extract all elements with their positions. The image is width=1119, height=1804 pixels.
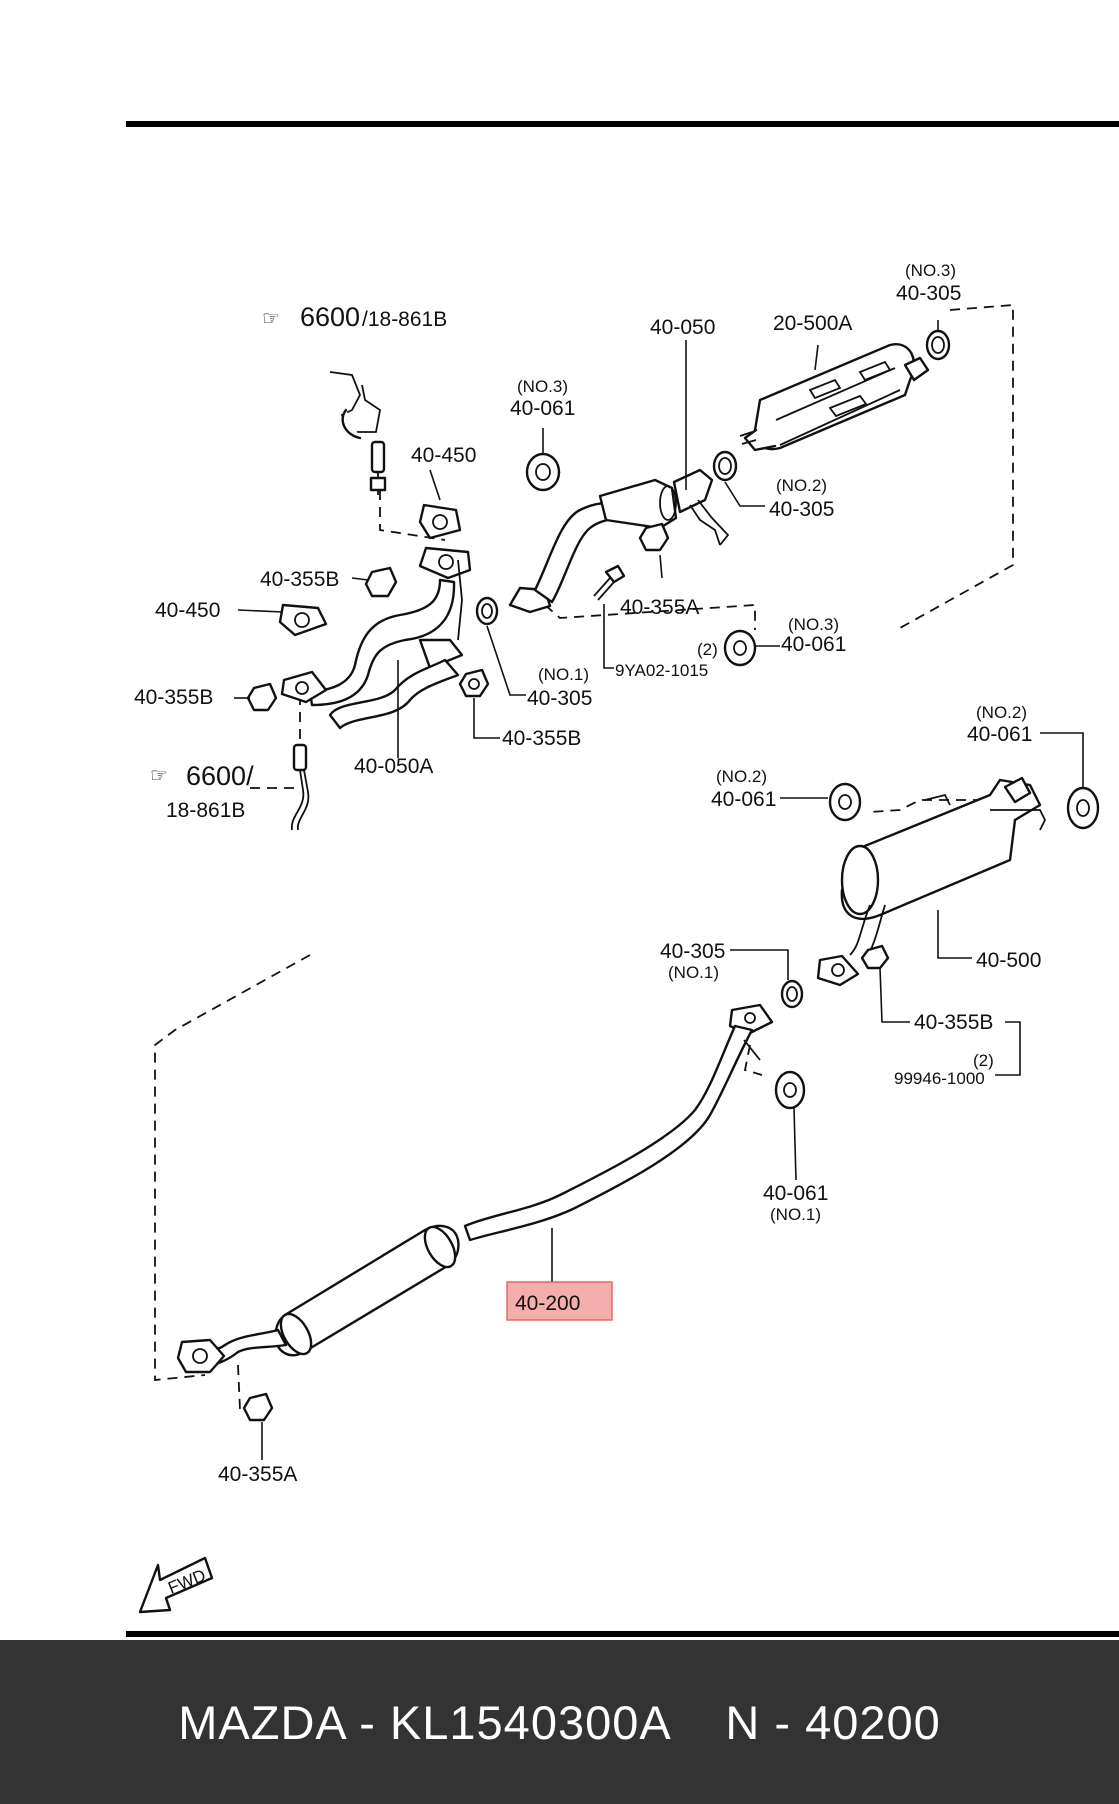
nut-40-355A-bottom: [242, 1392, 274, 1422]
label-40-061-c: 40-061: [967, 723, 1032, 746]
label-no2-b: (NO.2): [976, 703, 1027, 722]
gasket-40-305-no1: [475, 596, 499, 626]
rear-muffler-40-500: [816, 776, 1047, 987]
label-no3-b: (NO.3): [905, 261, 956, 280]
hanger-40-061-no3-right: [723, 629, 757, 667]
nut-40-355B-upper: [364, 566, 398, 598]
part-number-footer: MAZDA - KL1540300A N - 40200: [0, 1640, 1119, 1804]
hanger-40-061-no2-right: [1066, 786, 1100, 830]
fwd-label: FWD: [165, 1566, 208, 1598]
o2-sensor-bottom: [291, 743, 310, 831]
label-no1-b: (NO.1): [668, 963, 719, 982]
gasket-40-450-top: [418, 503, 462, 540]
nut-40-355B-rear: [860, 944, 890, 970]
label-99946-1000: 99946-1000: [894, 1069, 985, 1088]
label-40-305-top: 40-305: [896, 282, 961, 305]
label-9ya02-1015: 9YA02-1015: [615, 661, 708, 680]
label-40-305-rear: 40-305: [660, 940, 725, 963]
label-40-305-low: 40-305: [527, 687, 592, 710]
leader-lines: [234, 320, 1084, 1460]
label-40-061-b: 40-061: [781, 633, 846, 656]
label-40-050: 40-050: [650, 316, 715, 339]
label-40-061-a: 40-061: [510, 397, 575, 420]
hanger-40-061-no1: [774, 1070, 806, 1110]
label-40-061-e: 40-061: [763, 1182, 828, 1205]
label-40-450-left: 40-450: [155, 599, 220, 622]
ref-6600-top: 6600: [300, 302, 360, 332]
label-40-061-d: 40-061: [711, 788, 776, 811]
label-40-050A: 40-050A: [354, 755, 433, 778]
hand-pointer-icon-top: ☞: [262, 308, 280, 330]
label-20-500A: 20-500A: [773, 312, 852, 335]
fwd-arrow-icon: FWD: [138, 1556, 214, 1614]
hand-pointer-icon-bottom: ☞: [150, 765, 168, 787]
highlight-box-40-200: [506, 1281, 613, 1321]
ref-18-861b-top: /18-861B: [362, 308, 447, 331]
label-40-200: 40-200: [515, 1292, 580, 1315]
label-no2-c: (NO.2): [716, 767, 767, 786]
label-40-355A-top: 40-355A: [620, 596, 699, 619]
ref-18-861b-bottom: 18-861B: [166, 799, 245, 822]
label-40-355B-upper: 40-355B: [260, 568, 339, 591]
hanger-40-061-no2-left: [828, 782, 862, 822]
label-qty2-b: (2): [973, 1051, 994, 1070]
nut-40-355A-top: [638, 522, 670, 552]
hanger-40-061-no3-top: [525, 452, 561, 492]
gasket-40-305-no2: [712, 450, 738, 482]
label-qty2-a: (2): [697, 640, 718, 659]
label-no3-a: (NO.3): [517, 377, 568, 396]
ref-6600-bottom: 6600/: [186, 761, 254, 791]
gasket-40-450-left: [278, 603, 328, 637]
o2-sensor-top: [329, 371, 387, 495]
label-no1-a: (NO.1): [538, 665, 589, 684]
exhaust-parts-diagram: FWD ☞ 6600 /18-861B 40-450 40-355B 40-45…: [126, 121, 1119, 1637]
label-40-355B-left: 40-355B: [134, 686, 213, 709]
front-pipe-40-050A: [280, 546, 472, 730]
label-no1-c: (NO.1): [770, 1205, 821, 1224]
catalytic-converter-20-500A: [739, 343, 930, 452]
nut-40-355B-left: [246, 682, 278, 712]
label-40-355B-rear: 40-355B: [914, 1011, 993, 1034]
part-labels: ☞ 6600 /18-861B 40-450 40-355B 40-450 40…: [134, 261, 1041, 1486]
label-40-450-top: 40-450: [411, 444, 476, 467]
label-40-305-mid: 40-305: [769, 498, 834, 521]
pipe-40-050: [508, 468, 730, 614]
label-no2-a: (NO.2): [776, 476, 827, 495]
label-no3-c: (NO.3): [788, 615, 839, 634]
label-40-355A-bottom: 40-355A: [218, 1463, 297, 1486]
gasket-40-305-no3: [925, 329, 951, 361]
nut-40-355B-mid: [458, 668, 490, 698]
middle-pipe-40-200: [176, 1003, 774, 1374]
label-40-355B-mid: 40-355B: [502, 727, 581, 750]
bolt-9ya02-1015: [593, 564, 626, 601]
label-40-500: 40-500: [976, 949, 1041, 972]
gasket-40-305-rear: [780, 979, 804, 1009]
